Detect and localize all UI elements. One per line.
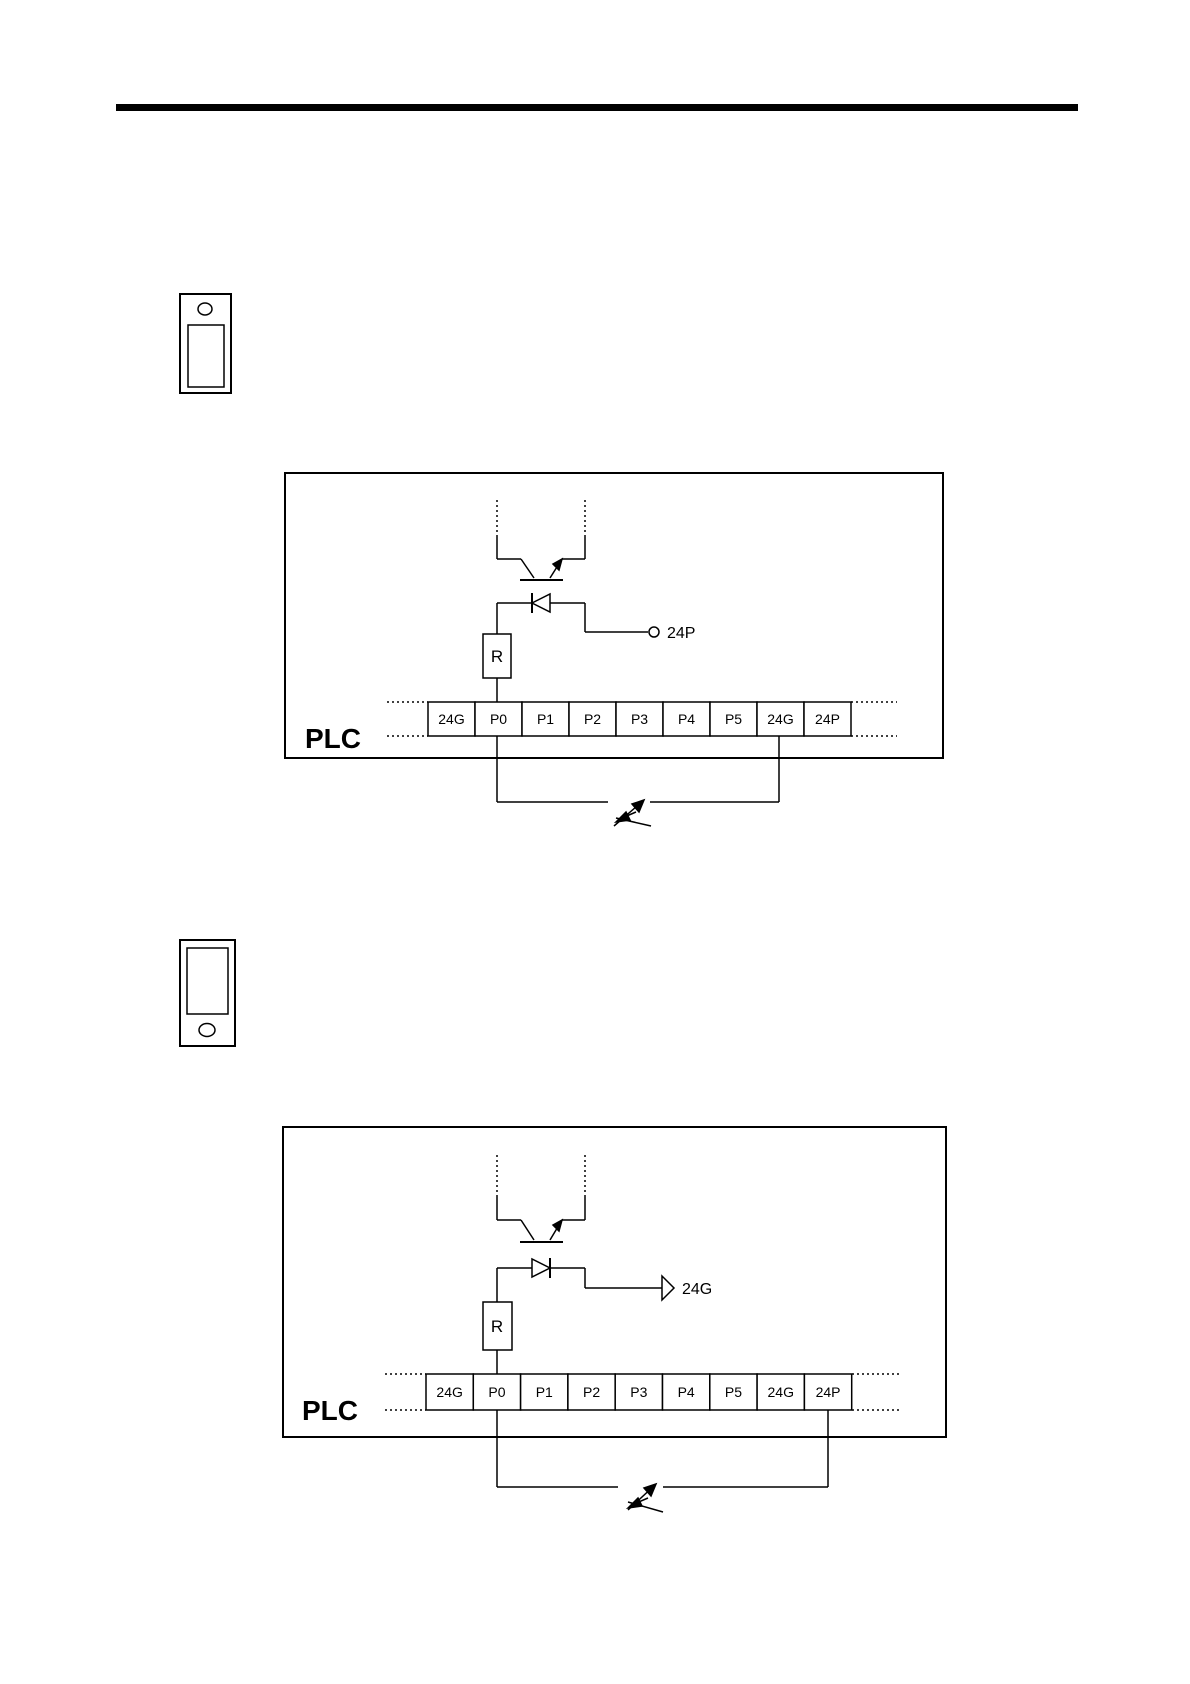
resistor-label-1: R	[491, 647, 503, 666]
terminal-p5: P5	[710, 702, 757, 736]
terminal-p0: P0	[473, 1374, 520, 1410]
terminal-strip: 24G P0 P1 P2 P3 P4 P5 24G 24P	[426, 1374, 852, 1410]
terminal-label: P5	[725, 1384, 742, 1400]
terminal-label: 24P	[816, 1384, 841, 1400]
wiring-diagram-2: 24G P0 P1 P2 P3 P4 P5 24G 24P	[283, 1127, 946, 1512]
terminal-label: P3	[630, 1384, 647, 1400]
header-rule	[116, 104, 1078, 111]
terminal-p4: P4	[663, 702, 710, 736]
terminal-p3: P3	[616, 702, 663, 736]
resistor-label-2: R	[491, 1317, 503, 1336]
diode-icon	[497, 1258, 674, 1300]
terminal-24g: 24G	[426, 1374, 473, 1410]
terminal-p2: P2	[568, 1374, 615, 1410]
terminal-label: P5	[725, 711, 742, 727]
terminal-24g: 24G	[757, 1374, 804, 1410]
terminal-p5: P5	[710, 1374, 757, 1410]
terminal-label: P1	[536, 1384, 553, 1400]
terminal-label: 24G	[767, 711, 793, 727]
terminal-label: P1	[537, 711, 554, 727]
terminal-p1: P1	[521, 1374, 568, 1410]
terminal-24g-label: 24G	[682, 1281, 712, 1298]
phototransistor-switch-icon	[614, 800, 651, 826]
terminal-label: P2	[583, 1384, 600, 1400]
terminal-24g: 24G	[428, 702, 475, 736]
terminal-label: 24G	[438, 711, 464, 727]
terminal-p2: P2	[569, 702, 616, 736]
terminal-24p-icon	[649, 627, 659, 637]
terminal-label: P3	[631, 711, 648, 727]
terminal-p3: P3	[615, 1374, 662, 1410]
phototransistor-switch-icon	[628, 1484, 663, 1512]
transistor-icon	[497, 1155, 585, 1242]
terminal-p0: P0	[475, 702, 522, 736]
wiring-diagram-1: 24G P0 P1 P2 P3 P4 P5 24G 24P	[285, 473, 943, 826]
transistor-icon	[497, 500, 585, 580]
terminal-label: 24G	[768, 1384, 794, 1400]
terminal-24p: 24P	[804, 702, 851, 736]
diode-icon	[497, 593, 659, 637]
terminal-24p: 24P	[804, 1374, 851, 1410]
terminal-strip: 24G P0 P1 P2 P3 P4 P5 24G 24P	[428, 702, 851, 736]
terminal-p1: P1	[522, 702, 569, 736]
terminal-24p-label: 24P	[667, 625, 695, 642]
switch-body	[180, 940, 235, 1046]
terminal-label: P4	[678, 1384, 695, 1400]
terminal-p4: P4	[663, 1374, 710, 1410]
terminal-label: 24G	[436, 1384, 462, 1400]
terminal-label: P4	[678, 711, 695, 727]
terminal-label: P2	[584, 711, 601, 727]
switch-setting-icon-2	[180, 940, 235, 1046]
terminal-label: P0	[488, 1384, 505, 1400]
terminal-label: P0	[490, 711, 507, 727]
terminal-24g: 24G	[757, 702, 804, 736]
terminal-label: 24P	[815, 711, 840, 727]
plc-label-2: PLC	[302, 1395, 358, 1426]
ground-24g-icon	[662, 1276, 674, 1300]
plc-label-1: PLC	[305, 723, 361, 754]
switch-setting-icon-1	[180, 294, 231, 393]
